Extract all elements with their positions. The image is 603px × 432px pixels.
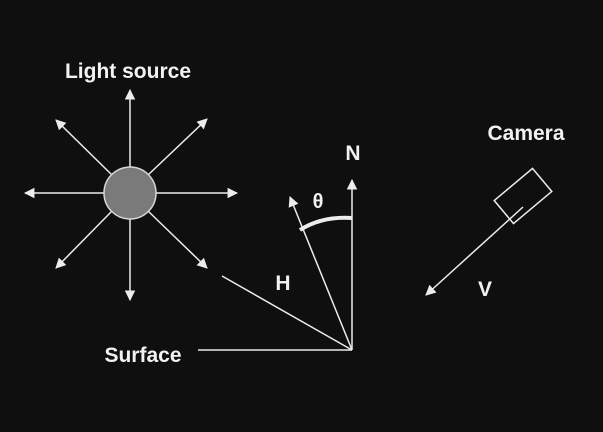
light-ray-up-left [55, 119, 113, 176]
light-ray-up-right [147, 118, 208, 176]
light-source-label: Light source [65, 60, 191, 83]
normal-vector-label: N [345, 142, 360, 165]
halfway-vector-label: H [275, 272, 290, 295]
light-ray-down-left [55, 210, 113, 269]
camera-icon [493, 167, 553, 225]
view-vector-label: V [478, 278, 492, 301]
view-vector-arrow [425, 206, 524, 296]
angle-arc [298, 215, 353, 232]
angle-label: θ [313, 191, 324, 213]
light-source-circle [103, 166, 157, 220]
camera-label: Camera [487, 122, 564, 145]
halfway-vector-arrow [288, 196, 353, 351]
light-rays [23, 88, 239, 302]
surface-label: Surface [104, 344, 181, 367]
incident-light-ray [221, 275, 353, 351]
light-ray-down-right [147, 210, 208, 269]
